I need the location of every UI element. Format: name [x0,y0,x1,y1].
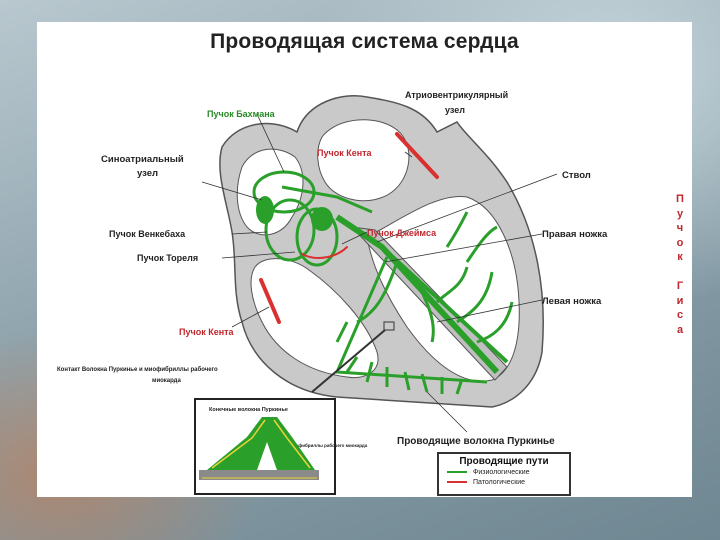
his-letter: и [676,294,684,307]
sa-node [256,196,274,224]
his-bundle-vertical-label: П у ч о к Г и с а [673,192,687,337]
label-kent-top: Пучок Кента [317,148,373,158]
label-av-node-2: узел [445,105,465,115]
james-path [301,246,348,259]
label-wenckebach: Пучок Венкебаха [109,229,186,239]
wenckebach-loop [264,198,316,262]
inset-arrow [311,329,386,393]
his-letter [673,265,687,280]
legend-row-pathological: Патологические [447,477,569,487]
label-av-node-1: Атриовентрикулярный [405,90,508,100]
legend-box: Проводящие пути Физиологические Патологи… [437,452,571,496]
legend-label-pathological: Патологические [473,478,526,486]
slide-card: Проводящая система сердца [37,22,692,497]
label-sa-node-2: узел [137,168,158,179]
label-contact-2: миокарда [152,378,181,384]
internodal-tract [281,185,373,214]
page-title: Проводящая система сердца [210,30,519,53]
purkinje-inset: Конечные волокна Пуркинье Миофибриллы ра… [194,398,368,495]
inset-side-label: Миофибриллы рабочего миокарда [289,442,368,448]
legend-label-physiological: Физиологические [473,468,530,476]
label-right-branch: Правая ножка [542,229,608,240]
label-left-branch: Левая ножка [542,296,602,307]
his-letter: к [677,251,683,263]
his-letter: Г [676,280,684,292]
label-bachmann: Пучок Бахмана [207,109,276,119]
label-stem: Ствол [562,170,591,181]
his-letter: а [676,323,684,336]
legend-title: Проводящие пути [459,456,549,467]
his-letter: о [676,236,684,249]
label-sa-node-1: Синоатриальный [101,154,184,165]
legend-row-physiological: Физиологические [447,467,569,477]
label-contact-1: Контакт Волокна Пуркинье и миофибриллы р… [57,366,218,373]
his-letter: с [676,309,684,321]
his-letter: ч [676,222,684,234]
his-letter: у [676,207,684,220]
his-letter: П [676,193,684,205]
kent-bottom-path [259,278,281,324]
pathological-paths [259,132,439,324]
label-thorel: Пучок Тореля [137,253,198,263]
inset-top-label: Конечные волокна Пуркинье [209,407,288,413]
av-node [311,207,333,231]
left-branch [380,245,509,364]
left-atrium-cavity [317,119,410,202]
inset-marker [383,321,395,331]
label-james: Пучок Джеймса [367,228,437,238]
label-purkinje: Проводящие волокна Пуркинье [397,436,555,447]
legend-swatch-red [447,481,467,483]
label-kent-bottom: Пучок Кента [179,327,235,337]
kent-top-path [395,132,439,179]
heart-diagram: Пучок Бахмана Атриовентрикулярный узел С… [57,90,608,495]
legend-swatch-green [447,471,467,473]
leader-lines [201,113,558,433]
